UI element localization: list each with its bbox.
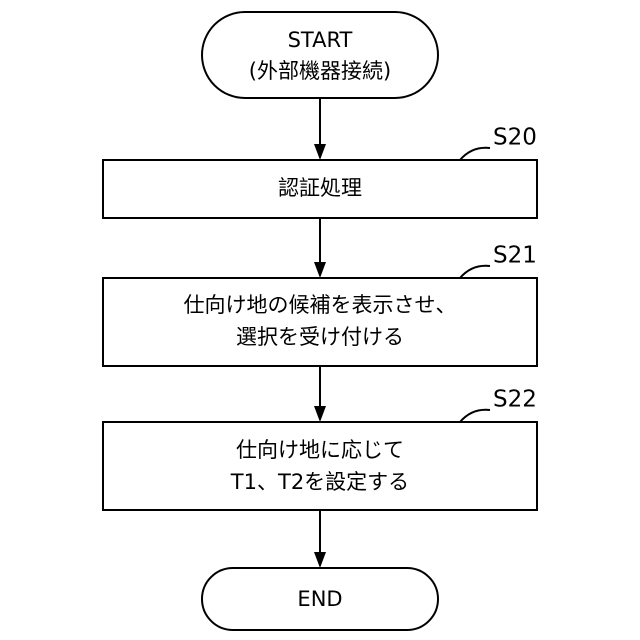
step-id-s21: S21 — [493, 243, 537, 269]
arrowhead-s21 — [314, 262, 326, 278]
end-label: END — [297, 587, 342, 611]
step-leader-s21 — [460, 266, 490, 278]
process-label-s21-line1: 仕向け地の候補を表示させ、 — [184, 293, 457, 317]
step-leader-s22 — [460, 410, 490, 422]
process-label-s22-line1: 仕向け地に応じて — [236, 438, 404, 462]
process-box-s21 — [103, 278, 537, 366]
step-id-s22: S22 — [493, 387, 537, 413]
start-terminal — [202, 12, 438, 98]
start-label: START — [288, 28, 353, 52]
arrowhead-s22 — [314, 406, 326, 422]
process-box-s22 — [103, 422, 537, 510]
process-label-s20: 認証処理 — [278, 176, 362, 200]
arrowhead-s20 — [314, 144, 326, 160]
process-label-s21-line2: 選択を受け付ける — [236, 325, 404, 349]
process-label-s22-line2: T1、T2を設定する — [230, 470, 409, 494]
step-leader-s20 — [460, 148, 490, 160]
start-sublabel: (外部機器接続) — [249, 59, 391, 83]
arrowhead-end — [314, 552, 326, 568]
step-id-s20: S20 — [493, 125, 537, 151]
